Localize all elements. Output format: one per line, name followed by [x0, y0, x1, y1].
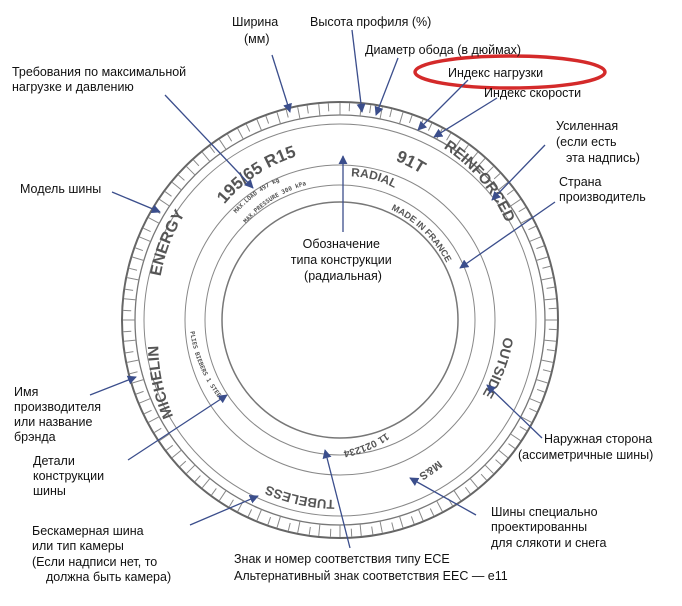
label-max-load: Требования по максимальной нагрузке и да… — [12, 65, 190, 94]
label-country: Страна производитель — [559, 175, 646, 204]
tread-block — [123, 288, 137, 301]
tread-block — [495, 449, 509, 466]
tread-block — [308, 523, 321, 537]
arrow-speed-index — [433, 97, 498, 138]
tread-block — [480, 464, 494, 481]
tread-block — [186, 159, 200, 176]
tread-block — [329, 525, 341, 537]
tread-block — [256, 115, 270, 131]
tread-block — [287, 520, 301, 533]
tread-block — [127, 267, 140, 281]
tread-block — [125, 351, 140, 363]
tread-block — [469, 151, 486, 165]
arrow-model — [111, 191, 161, 214]
tread-block — [536, 256, 551, 269]
label-width: Ширина (мм) — [232, 15, 282, 46]
tread-block — [545, 319, 557, 331]
label-model: Модель шины — [20, 182, 101, 196]
label-rim: Диаметр обода (в дюймах) — [365, 43, 521, 57]
arrow-width — [271, 54, 292, 113]
tread-block — [510, 199, 526, 213]
tread-block — [201, 146, 216, 162]
tread-block — [318, 103, 330, 117]
arrow-rim — [374, 57, 399, 116]
sidewall-outer-line — [143, 123, 537, 517]
arrow-ece — [322, 449, 351, 549]
tread-block — [540, 359, 553, 373]
tread-block — [484, 166, 501, 180]
tread-block — [508, 433, 521, 449]
tread-block — [123, 330, 137, 342]
bead-line — [204, 184, 476, 456]
tread-block — [543, 298, 557, 310]
tread-block — [453, 139, 469, 152]
tread-block — [464, 478, 479, 494]
label-details: Детали конструкции шины — [33, 454, 108, 498]
arrow-reinforced — [491, 144, 546, 201]
tread-blocks — [123, 103, 557, 537]
tread-block — [410, 509, 424, 525]
tread-block — [132, 247, 144, 261]
tread-block — [123, 309, 135, 321]
label-ece: Знак и номер соответствия типу ECE Альте… — [234, 552, 508, 583]
tread-block — [540, 277, 555, 289]
tread-block — [529, 236, 545, 250]
tread-block — [498, 181, 514, 196]
label-reinforced: Усиленная (если есть эта надпись) — [556, 119, 640, 165]
label-ms: Шины специально проектированны для сляко… — [491, 505, 606, 550]
label-load-index: Индекс нагрузки — [448, 66, 543, 80]
tread-block — [391, 516, 404, 531]
tread-block — [171, 174, 185, 191]
tread-block — [179, 460, 196, 474]
arrow-ms — [409, 477, 477, 516]
arrow-tubeless — [189, 495, 259, 526]
tread-block — [166, 444, 182, 459]
tread-block — [339, 103, 351, 115]
arrow-details — [127, 394, 228, 461]
sidewall-mid-line — [184, 164, 496, 476]
tread-block — [529, 397, 541, 413]
tread-block — [144, 409, 160, 423]
tread-block — [350, 523, 362, 537]
tread-block — [135, 390, 151, 404]
tread-block — [154, 427, 170, 441]
tread-block — [211, 488, 227, 501]
arrow-load-index — [417, 79, 469, 131]
tread-block — [371, 520, 383, 535]
tread-block — [247, 509, 263, 521]
tread-block — [297, 105, 309, 120]
arrow-country — [459, 201, 556, 269]
rim-hole — [221, 201, 459, 439]
tire-body — [121, 101, 559, 539]
label-speed-index: Индекс скорости — [484, 86, 581, 100]
tread-block — [536, 379, 548, 393]
tread-block — [520, 217, 536, 231]
label-outside: Наружная сторона (ассиметричные шины) — [518, 432, 656, 462]
tread-block — [219, 134, 233, 150]
tread-block — [267, 516, 281, 528]
tread-block — [139, 227, 151, 243]
arrow-outside — [486, 384, 543, 439]
arrow-manufacturer — [89, 375, 137, 396]
label-tubeless: Бескамерная шина или тип камеры (Если на… — [32, 524, 171, 584]
tread-block — [237, 124, 251, 140]
arrows — [89, 29, 556, 549]
tread-block — [429, 500, 443, 516]
load-index-highlight — [413, 54, 607, 90]
tread-block — [519, 416, 532, 432]
arrow-max-load — [164, 94, 254, 189]
tread-block — [194, 475, 211, 489]
arrow-profile — [351, 29, 366, 113]
tread-block — [159, 191, 172, 207]
tread-block — [543, 339, 557, 352]
label-construction: Обозначение типа конструкции (радиальная… — [291, 237, 395, 283]
tread-block — [399, 112, 413, 124]
label-profile: Высота профиля (%) — [310, 15, 431, 29]
label-manufacturer: Имя производителя или название брэнда — [14, 385, 105, 444]
